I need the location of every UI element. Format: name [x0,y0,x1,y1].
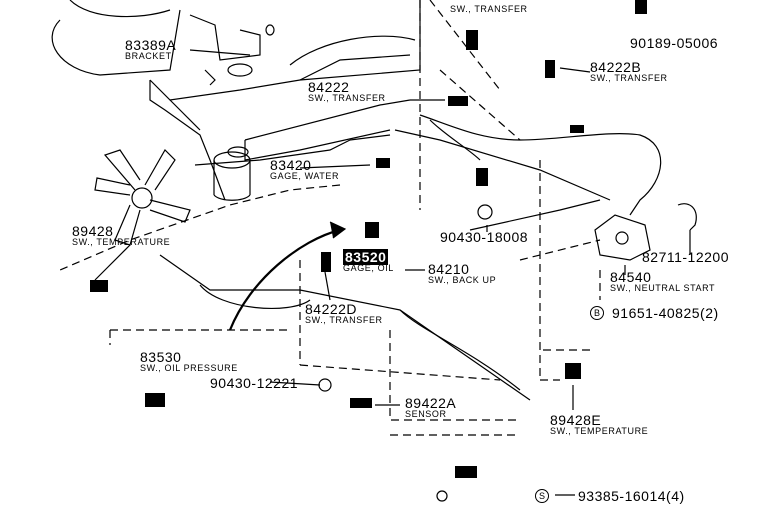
bolt-part [455,466,477,478]
gasket-part-2 [318,378,332,392]
switch-part-84222d [321,252,331,272]
top-transfer-label: SW., TRANSFER [450,4,528,14]
water-sender-part [376,158,390,168]
direction-arrow [228,228,341,331]
part-90430-12221: 90430-12221 [210,375,299,391]
part-89422a: 89422A SENSOR [405,395,457,419]
harness-wire [419,114,662,216]
part-84210: 84210 SW., BACK UP [428,261,497,285]
switch-part-84222b [545,60,555,78]
part-84222b: 84222B SW., TRANSFER [590,59,668,83]
oil-pressure-switch-part [145,393,165,407]
part-91651-40825: 91651-40825(2) [612,305,719,321]
engine-block-outline [51,9,181,76]
sensor-part [350,398,372,408]
part-90189-05006: 90189-05006 [630,35,719,51]
temp-switch-part [90,280,108,292]
part-83520: 83520 GAGE, OIL [343,249,394,273]
part-84540: 84540 SW., NEUTRAL START [610,269,716,293]
part-83420: 83420 GAGE, WATER [270,157,340,181]
fan-shape [94,149,191,246]
gasket-part [477,204,493,220]
part-89428e: 89428E SW., TEMPERATURE [550,412,649,436]
switch-part-84210 [476,168,488,186]
part-84222: 84222 SW., TRANSFER [308,79,386,103]
part-83389a: 83389A BRACKET [125,37,177,61]
part-90430-18008: 90430-18008 [440,229,529,245]
neutral-start-switch-shape [594,214,651,261]
switch-part-84222 [448,96,468,106]
connector-part [570,125,584,133]
bracket-shape [189,14,261,61]
temp-switch-e-part [565,363,581,379]
oil-gage-part [365,222,379,238]
part-82711-12200: 82711-12200 [642,249,729,265]
plug-part [635,0,647,14]
clamp-shape [677,203,697,231]
part-89428: 89428 SW., TEMPERATURE [72,223,171,247]
part-84222d: 84222D SW., TRANSFER [305,301,383,325]
symbol-b-circle: B [590,306,604,320]
symbol-s-circle: S [535,489,549,503]
part-83530: 83530 SW., OIL PRESSURE [140,349,238,373]
part-93385-16014: 93385-16014(4) [578,488,685,504]
switch-part-top [466,30,478,50]
